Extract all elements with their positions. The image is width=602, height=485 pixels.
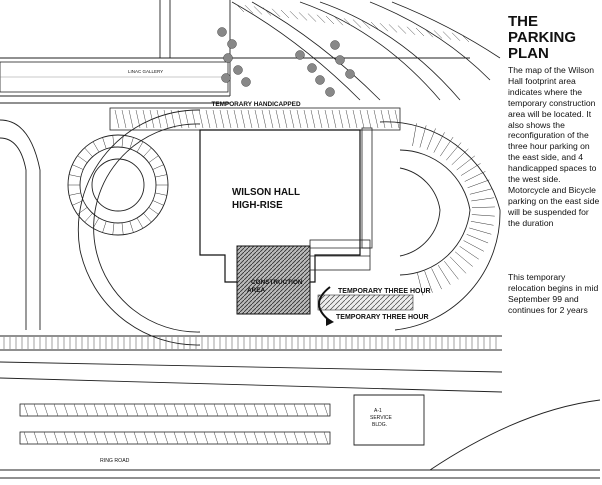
construction-label-line1: CONSTRUCTION bbox=[251, 279, 303, 286]
ring-road-label: RING ROAD bbox=[100, 458, 130, 464]
title-line-3: PLAN bbox=[508, 45, 549, 62]
east-walkway bbox=[309, 127, 373, 271]
service-label-line2: SERVICE bbox=[370, 415, 393, 421]
construction-label-line2: AREA bbox=[247, 287, 265, 294]
wilson-hall-title: WILSON HALL bbox=[232, 187, 300, 198]
tree-icon bbox=[217, 27, 355, 97]
circle-parking-spokes bbox=[68, 135, 168, 235]
construction-area: CONSTRUCTION AREA bbox=[236, 245, 311, 315]
west-circle-lot bbox=[0, 109, 201, 346]
temporary-three-hour-top: TEMPORARY THREE HOUR bbox=[338, 288, 431, 295]
handicapped-lot: TEMPORARY HANDICAPPED bbox=[109, 101, 401, 131]
parking-plan-description: The map of the Wilson Hall footprint are… bbox=[508, 65, 600, 228]
south-parking-stripes bbox=[23, 403, 329, 445]
service-label-line3: BLDG. bbox=[372, 422, 387, 428]
south-parking-rows bbox=[19, 403, 331, 445]
north-parking-stripes bbox=[235, 3, 470, 43]
temporary-three-hour-bottom: TEMPORARY THREE HOUR bbox=[336, 314, 429, 321]
rail-track bbox=[3, 337, 497, 349]
service-label-line1: A-1 bbox=[374, 408, 382, 414]
lower-roads bbox=[0, 335, 601, 479]
east-semicircle-lot bbox=[379, 121, 501, 331]
temporary-handicapped-label: TEMPORARY HANDICAPPED bbox=[211, 101, 301, 108]
wilson-hall-subtitle: HIGH-RISE bbox=[232, 200, 283, 211]
north-parking-arcs bbox=[231, 1, 501, 101]
linac-gallery-building: LINAC GALLERY bbox=[0, 61, 229, 93]
temporary-three-hour-lot: TEMPORARY THREE HOUR TEMPORARY THREE HOU… bbox=[317, 286, 431, 326]
wilson-hall-building: WILSON HALL HIGH-RISE bbox=[199, 129, 361, 283]
service-building: A-1 SERVICE BLDG. bbox=[353, 394, 425, 446]
title-line-2: PARKING bbox=[508, 29, 577, 46]
east-parking-spokes bbox=[412, 123, 495, 296]
title-line-1: THE bbox=[508, 13, 538, 30]
linac-gallery-label: LINAC GALLERY bbox=[128, 69, 163, 74]
parking-plan-title: THE PARKING PLAN bbox=[508, 14, 600, 62]
relocation-schedule: This temporary relocation begins in mid … bbox=[508, 272, 599, 315]
